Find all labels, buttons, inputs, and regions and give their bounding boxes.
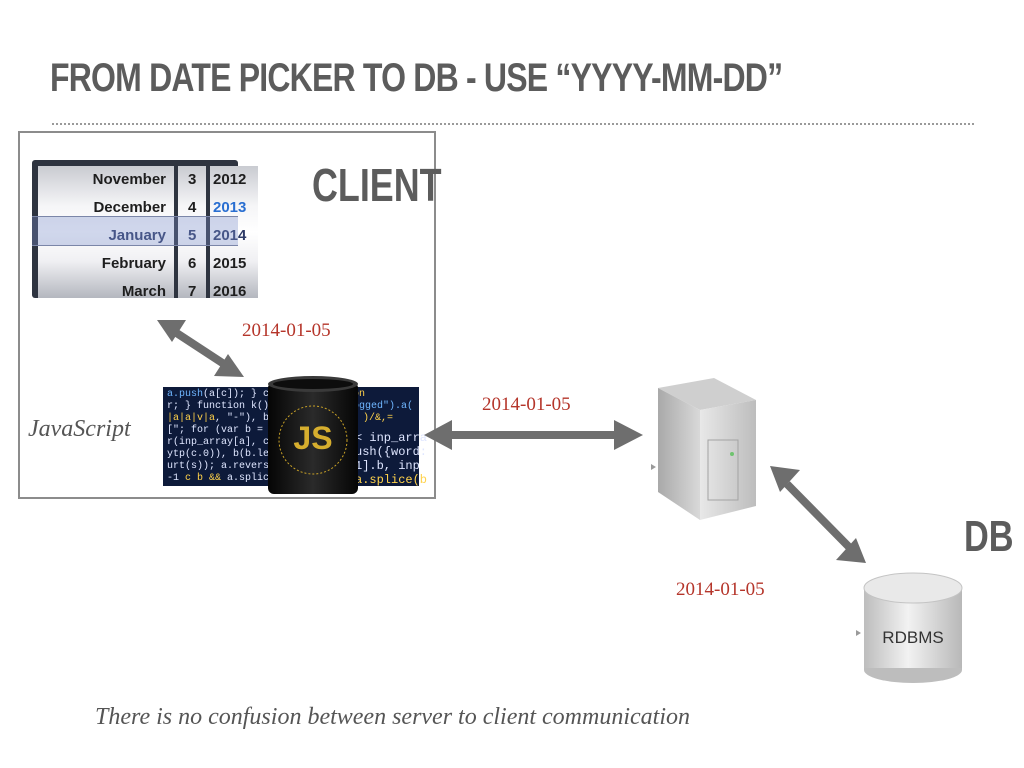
title-divider: [52, 123, 974, 125]
day-column: 3 4 5 6 7: [178, 166, 206, 300]
date-picker-image: November December January February March…: [32, 160, 258, 300]
day-cell: 3: [188, 171, 197, 188]
date-label-picker: 2014-01-05: [242, 320, 331, 341]
database-icon: [856, 572, 963, 683]
day-cell-selected: 5: [188, 227, 197, 244]
day-cell: 7: [188, 283, 197, 300]
month-cell: November: [92, 171, 166, 188]
selection-band: [32, 216, 238, 246]
caption: There is no confusion between server to …: [95, 704, 690, 730]
month-cell: March: [121, 283, 166, 300]
client-box: [18, 131, 436, 499]
year-cell: 2012: [213, 171, 247, 188]
arrow-server-db: [770, 466, 866, 563]
date-label-client-server: 2014-01-05: [482, 394, 571, 415]
rdbms-label: RDBMS: [882, 628, 944, 647]
year-cell-selected: 2014: [213, 227, 247, 244]
server-icon: [651, 378, 756, 520]
month-cell-selected: January: [108, 227, 166, 244]
year-cell: 2016: [213, 283, 247, 300]
client-label: CLIENT: [312, 159, 442, 211]
month-cell: February: [101, 255, 166, 272]
month-column: November December January February March: [38, 166, 174, 300]
mug-js-text: JS: [293, 420, 333, 456]
year-cell-highlight: 2013: [213, 199, 247, 216]
month-cell: December: [93, 199, 166, 216]
slide-title: FROM DATE PICKER TO DB - USE “YYYY-MM-DD…: [50, 56, 783, 100]
javascript-label: JavaScript: [28, 416, 131, 442]
year-cell: 2015: [213, 255, 247, 272]
year-column: 2012 2013 2014 2015 2016: [210, 166, 258, 300]
date-label-server-db: 2014-01-05: [676, 579, 765, 600]
db-label: DB: [964, 512, 1014, 561]
day-cell: 6: [188, 255, 197, 272]
arrow-picker-js: [157, 320, 244, 377]
js-mug-icon: [268, 376, 358, 494]
arrow-client-server: [424, 420, 643, 450]
day-cell: 4: [188, 199, 197, 216]
